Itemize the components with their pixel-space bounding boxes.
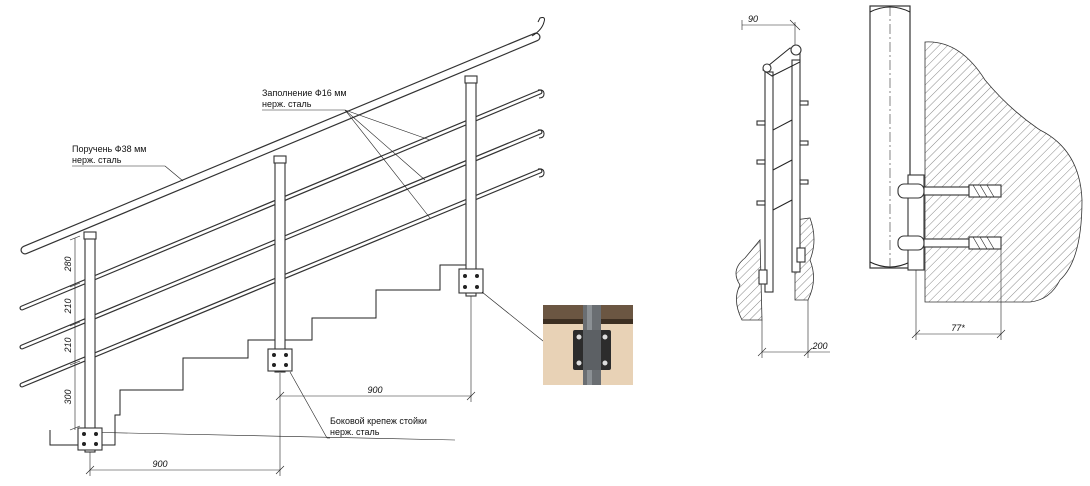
svg-text:Заполнение Ф16 мм: Заполнение Ф16 мм — [262, 88, 347, 98]
anchor-bolt-upper — [897, 183, 1002, 199]
dim-900-upper: 900 — [367, 385, 382, 395]
label-side-mount: Боковой крепеж стойки нерж. сталь — [289, 371, 427, 439]
vertical-dimensions: 280 210 210 300 — [63, 235, 81, 431]
svg-text:Поручень Ф38 мм: Поручень Ф38 мм — [72, 144, 146, 154]
svg-text:Боковой крепеж стойки: Боковой крепеж стойки — [330, 416, 427, 426]
side-mount-bracket — [77, 427, 103, 451]
dim-210-a: 210 — [63, 298, 73, 314]
post-right — [458, 75, 484, 297]
dim-210-b: 210 — [63, 337, 73, 353]
svg-text:нерж. сталь: нерж. сталь — [262, 99, 312, 109]
dim-90: 90 — [748, 14, 758, 24]
dim-77: 77* — [951, 323, 965, 333]
side-mount-bracket — [458, 268, 484, 294]
svg-text:нерж. сталь: нерж. сталь — [72, 155, 122, 165]
stair-outline — [49, 264, 470, 446]
horizontal-dimension-lower: 900 — [85, 373, 285, 476]
post-left — [77, 231, 103, 453]
dim-300: 300 — [63, 389, 73, 404]
svg-text:нерж. сталь: нерж. сталь — [330, 427, 380, 437]
horizontal-dimension-upper: 900 — [275, 296, 476, 402]
side-section-view: 90 200 — [735, 14, 830, 358]
dim-900-lower: 900 — [152, 459, 167, 469]
dim-280: 280 — [63, 256, 73, 272]
anchor-bolt-lower — [897, 235, 1002, 251]
mount-photo-inset — [481, 291, 633, 385]
post-middle — [267, 155, 293, 373]
dim-200: 200 — [811, 341, 827, 351]
main-elevation-view: 280 210 210 300 900 900 Заполнение Ф16 м… — [19, 17, 545, 476]
side-mount-bracket — [267, 348, 293, 372]
anchor-detail-view: 77* — [869, 5, 1083, 340]
label-infill: Заполнение Ф16 мм нерж. сталь — [262, 88, 431, 219]
ground-line — [79, 431, 456, 441]
handrail — [20, 17, 545, 255]
label-handrail: Поручень Ф38 мм нерж. сталь — [72, 144, 184, 182]
